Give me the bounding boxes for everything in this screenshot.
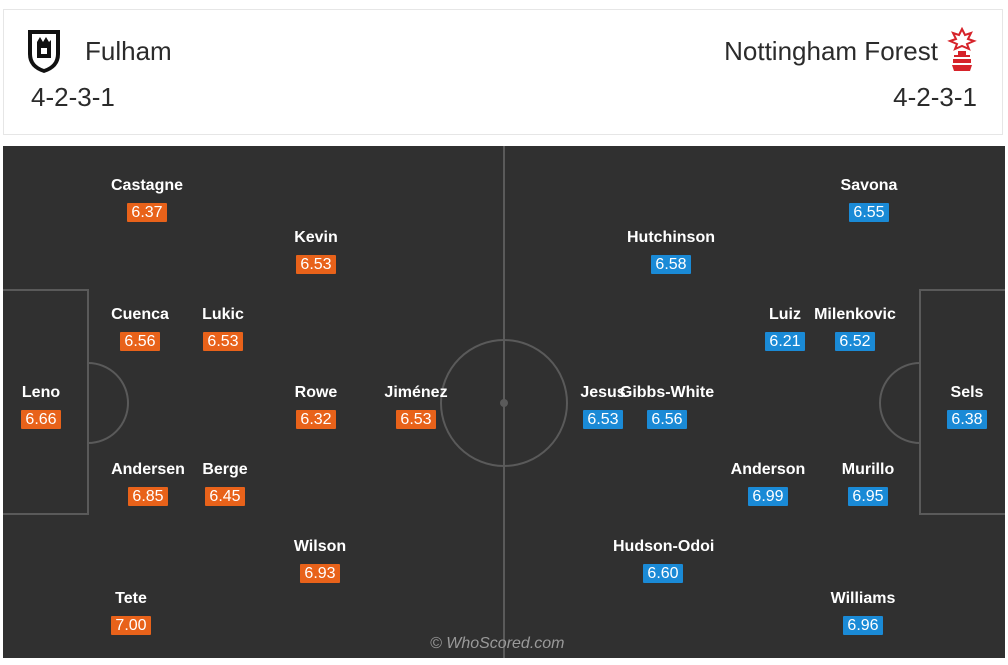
player-rating: 6.45	[205, 487, 245, 506]
match-header: Fulham 4-2-3-1 Nottingham Forest 4-2-3-1	[3, 9, 1003, 135]
player-name: Williams	[830, 590, 896, 607]
player-card[interactable]: Gibbs-White 6.56	[617, 384, 717, 429]
player-rating: 6.37	[127, 203, 167, 222]
player-rating: 6.38	[947, 410, 987, 429]
player-card[interactable]: Williams 6.96	[813, 590, 913, 635]
fulham-crest-icon	[28, 30, 60, 73]
player-card[interactable]: Castagne 6.37	[97, 177, 197, 222]
player-card[interactable]: Kevin 6.53	[266, 229, 366, 274]
player-card[interactable]: Savona 6.55	[819, 177, 919, 222]
player-rating: 6.58	[651, 255, 691, 274]
player-rating: 6.53	[296, 255, 336, 274]
player-card[interactable]: Hudson-Odoi 6.60	[613, 538, 715, 583]
player-name: Luiz	[769, 306, 801, 323]
player-card[interactable]: Berge 6.45	[175, 461, 275, 506]
player-rating: 6.93	[300, 564, 340, 583]
player-card[interactable]: Leno 6.66	[3, 384, 91, 429]
player-card[interactable]: Wilson 6.93	[270, 538, 370, 583]
player-card[interactable]: Cuenca 6.56	[90, 306, 190, 351]
player-name: Andersen	[111, 461, 185, 478]
player-name: Cuenca	[111, 306, 169, 323]
player-name: Castagne	[110, 177, 184, 194]
player-name: Hutchinson	[627, 229, 715, 246]
player-card[interactable]: Luiz 6.21	[735, 306, 835, 351]
player-rating: 6.53	[203, 332, 243, 351]
pitch-markings	[3, 146, 1005, 658]
player-name: Tete	[115, 590, 147, 607]
away-team-name: Nottingham Forest	[724, 36, 938, 66]
player-name: Berge	[202, 461, 248, 478]
home-team-name: Fulham	[85, 36, 172, 66]
player-name: Anderson	[730, 461, 806, 478]
player-rating: 6.21	[765, 332, 805, 351]
player-name: Hudson-Odoi	[613, 538, 715, 555]
player-rating: 6.56	[120, 332, 160, 351]
player-rating: 6.99	[748, 487, 788, 506]
player-card[interactable]: Murillo 6.95	[818, 461, 918, 506]
player-name: Jesus	[580, 384, 626, 401]
player-rating: 7.00	[111, 616, 151, 635]
player-card[interactable]: Milenkovic 6.52	[805, 306, 905, 351]
player-name: Savona	[840, 177, 898, 194]
player-card[interactable]: Jesus 6.53	[553, 384, 653, 429]
away-formation: 4-2-3-1	[893, 82, 977, 112]
player-rating: 6.60	[643, 564, 683, 583]
player-card[interactable]: Sels 6.38	[917, 384, 1005, 429]
player-rating: 6.66	[21, 410, 61, 429]
player-rating: 6.96	[843, 616, 883, 635]
player-name: Milenkovic	[814, 306, 896, 323]
player-rating: 6.55	[849, 203, 889, 222]
pitch: Castagne 6.37 Kevin 6.53 Cuenca 6.56 Lukic 6…	[3, 146, 1005, 658]
player-rating: 6.32	[296, 410, 336, 429]
player-name: Leno	[21, 384, 61, 401]
nottingham-forest-crest-icon	[947, 27, 977, 71]
player-name: Lukic	[202, 306, 244, 323]
player-rating: 6.53	[396, 410, 436, 429]
whoscored-watermark: © WhoScored.com	[430, 635, 565, 652]
player-rating: 6.52	[835, 332, 875, 351]
player-card[interactable]: Tete 7.00	[81, 590, 181, 635]
player-card[interactable]: Hutchinson 6.58	[621, 229, 721, 274]
home-formation: 4-2-3-1	[31, 82, 115, 112]
player-card[interactable]: Rowe 6.32	[266, 384, 366, 429]
player-card[interactable]: Anderson 6.99	[718, 461, 818, 506]
player-name: Gibbs-White	[619, 384, 715, 401]
player-card[interactable]: Andersen 6.85	[98, 461, 198, 506]
player-rating: 6.85	[128, 487, 168, 506]
player-name: Kevin	[294, 229, 338, 246]
player-name: Jiménez	[384, 384, 448, 401]
player-card[interactable]: Jiménez 6.53	[366, 384, 466, 429]
player-rating: 6.56	[647, 410, 687, 429]
player-rating: 6.95	[848, 487, 888, 506]
player-name: Rowe	[294, 384, 338, 401]
player-name: Sels	[950, 384, 984, 401]
player-rating: 6.53	[583, 410, 623, 429]
player-name: Wilson	[293, 538, 347, 555]
player-card[interactable]: Lukic 6.53	[173, 306, 273, 351]
player-name: Murillo	[841, 461, 895, 478]
